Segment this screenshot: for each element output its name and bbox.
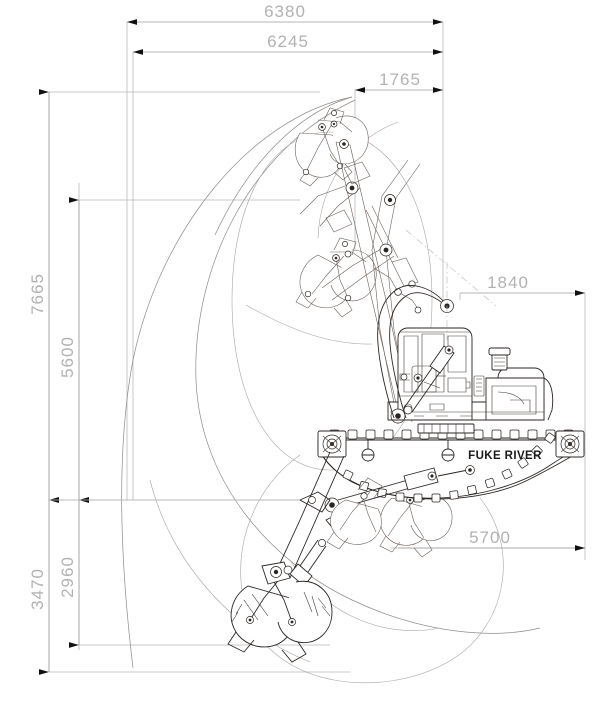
swing-bearing [417, 423, 475, 434]
stick-cylinder [337, 465, 475, 509]
exhaust-stack [488, 347, 511, 371]
working-envelope-arcs [121, 96, 541, 684]
dimension-1765: 1765 [355, 70, 443, 93]
dimension-2960-label: 2960 [58, 556, 77, 598]
lower-stick-and-grapple [227, 451, 475, 663]
dimension-1765-label: 1765 [379, 70, 421, 89]
pontoon-undercarriage: FUKE RIVER [317, 423, 585, 503]
dimension-5600-label: 5600 [58, 336, 77, 378]
swing-centerline [405, 229, 497, 340]
track-cleats-bottom [342, 432, 556, 503]
clamshell-grapple-lower [227, 561, 333, 663]
dimension-6380: 6380 [127, 2, 443, 25]
dimension-5700: 5700 [398, 528, 585, 551]
side-grille [473, 375, 485, 397]
attachment-ground-level-ghost [326, 477, 383, 550]
bucket-cylinder [289, 539, 327, 587]
extension-lines [48, 22, 586, 673]
dimension-5700-label: 5700 [469, 528, 511, 547]
dimension-1840: 1840 [460, 273, 585, 296]
dimension-5600: 5600 [58, 197, 89, 503]
track-rollers [361, 440, 455, 462]
dimension-6380-label: 6380 [264, 2, 306, 21]
dimension-7665: 7665 [28, 89, 59, 503]
operator-station [399, 365, 446, 393]
dimension-7665-label: 7665 [28, 273, 47, 315]
boom-cylinder [403, 345, 455, 415]
idler-wheel [317, 430, 347, 458]
dimension-3470: 3470 [28, 497, 59, 675]
dimension-6245: 6245 [133, 32, 443, 55]
drive-sprocket [555, 430, 585, 458]
attachment-max-lift-position [294, 107, 369, 187]
dimension-2960: 2960 [58, 497, 89, 648]
dimension-3470-label: 3470 [28, 568, 47, 610]
dimension-6245-label: 6245 [267, 32, 309, 51]
attachment-max-dump-position [295, 237, 377, 318]
brand-label: FUKE RIVER [468, 450, 542, 462]
upperstructure [387, 327, 554, 421]
dimension-1840-label: 1840 [487, 273, 529, 292]
